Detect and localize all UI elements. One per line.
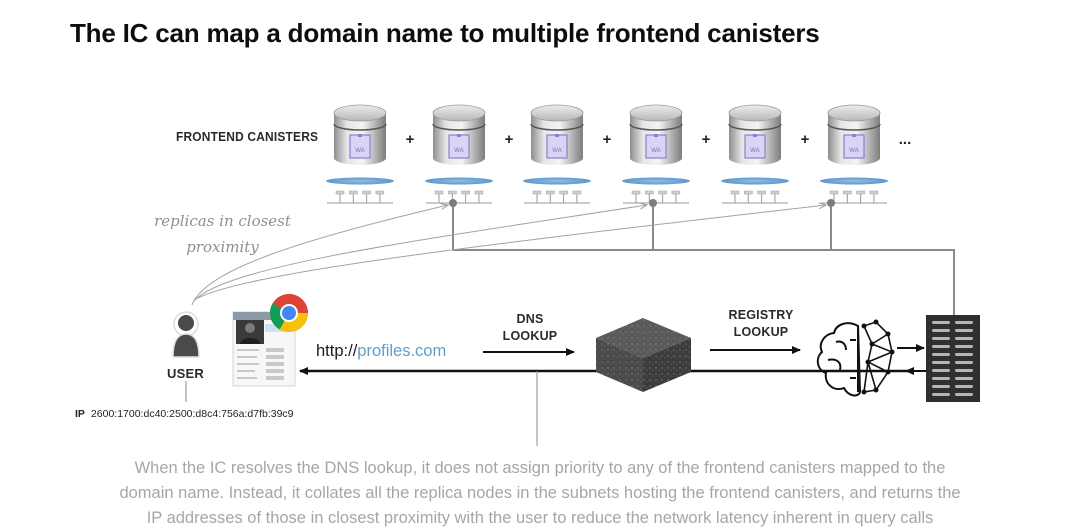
internet-computer-cube-icon (596, 318, 691, 392)
url-scheme: http:// (316, 342, 358, 360)
canister-badge-text: WA (750, 148, 759, 154)
replica-node-dots (449, 199, 835, 207)
dns-label-line-2: LOOKUP (502, 329, 558, 343)
subnet-replica-nodes-icon (721, 177, 789, 204)
frontend-canister-1: WA + (326, 104, 415, 204)
canister-badge-text: WA (355, 148, 364, 154)
database-canister-icon: WA (333, 104, 387, 165)
registry-connector-lines (452, 204, 955, 318)
user-label: USER (167, 366, 204, 381)
more-canisters-ellipsis: ... (899, 131, 912, 148)
database-canister-icon: WA (728, 104, 782, 165)
subnet-replica-nodes-icon (425, 177, 493, 204)
caption-line-2: domain name. Instead, it collates all th… (119, 484, 961, 502)
subnet-replica-nodes-icon (622, 177, 690, 204)
plus-separator: + (702, 131, 711, 148)
frontend-canister-3: WA + (523, 104, 612, 204)
frontend-canisters-label: FRONTEND CANISTERS (176, 129, 319, 144)
database-canister-icon: WA (530, 104, 584, 165)
plus-separator: + (603, 131, 612, 148)
canister-badge-text: WA (552, 148, 561, 154)
registry-label-line-1: REGISTRY (728, 308, 794, 322)
chrome-browser-icon (270, 294, 308, 332)
frontend-canister-6: WA (820, 104, 888, 204)
diagram-caption: When the IC resolves the DNS lookup, it … (40, 456, 1040, 531)
plus-separator: + (406, 131, 415, 148)
architecture-diagram: WA + WA + WA + WA + WA + WA... (172, 104, 980, 446)
replicas-annotation: replicas in closest proximity (140, 208, 305, 260)
url-host: profiles.com (357, 342, 447, 360)
browser-url[interactable]: http://profiles.com (316, 342, 446, 361)
frontend-canister-row: WA + WA + WA + WA + WA + WA... (326, 104, 912, 204)
user-icon (172, 311, 200, 402)
annotation-line-2: proximity (186, 238, 259, 256)
frontend-canister-5: WA + (721, 104, 810, 204)
canister-badge-text: WA (454, 148, 463, 154)
proximity-curves (191, 205, 826, 306)
dns-label-line-1: DNS (516, 312, 544, 326)
user-ip-address: IP 2600:1700:dc40:2500:d8c4:756a:d7fb:39c… (75, 408, 294, 420)
browser-profile-page-icon (232, 311, 296, 387)
ip-label: IP (75, 408, 85, 420)
annotation-line-1: replicas in closest (154, 212, 291, 230)
ip-value: 2600:1700:dc40:2500:d8c4:756a:d7fb:39c9 (90, 408, 294, 420)
frontend-canister-4: WA + (622, 104, 711, 204)
database-canister-icon: WA (629, 104, 683, 165)
registry-server-rack-icon (926, 315, 980, 402)
subnet-replica-nodes-icon (523, 177, 591, 204)
brain-ai-icon (816, 319, 895, 397)
plus-separator: + (801, 131, 810, 148)
plus-separator: + (505, 131, 514, 148)
caption-line-1: When the IC resolves the DNS lookup, it … (134, 459, 946, 477)
registry-lookup-label: REGISTRY LOOKUP (722, 307, 800, 341)
database-canister-icon: WA (827, 104, 881, 165)
canister-badge-text: WA (651, 148, 660, 154)
canister-badge-text: WA (849, 148, 858, 154)
registry-label-line-2: LOOKUP (733, 325, 789, 339)
subnet-replica-nodes-icon (326, 177, 394, 204)
database-canister-icon: WA (432, 104, 486, 165)
caption-line-3: IP addresses of those in closest proximi… (146, 509, 934, 527)
dns-lookup-label: DNS LOOKUP (500, 311, 560, 345)
frontend-canister-2: WA + (425, 104, 514, 204)
connector-horizontal (453, 249, 955, 318)
page-title: The IC can map a domain name to multiple… (70, 18, 820, 48)
